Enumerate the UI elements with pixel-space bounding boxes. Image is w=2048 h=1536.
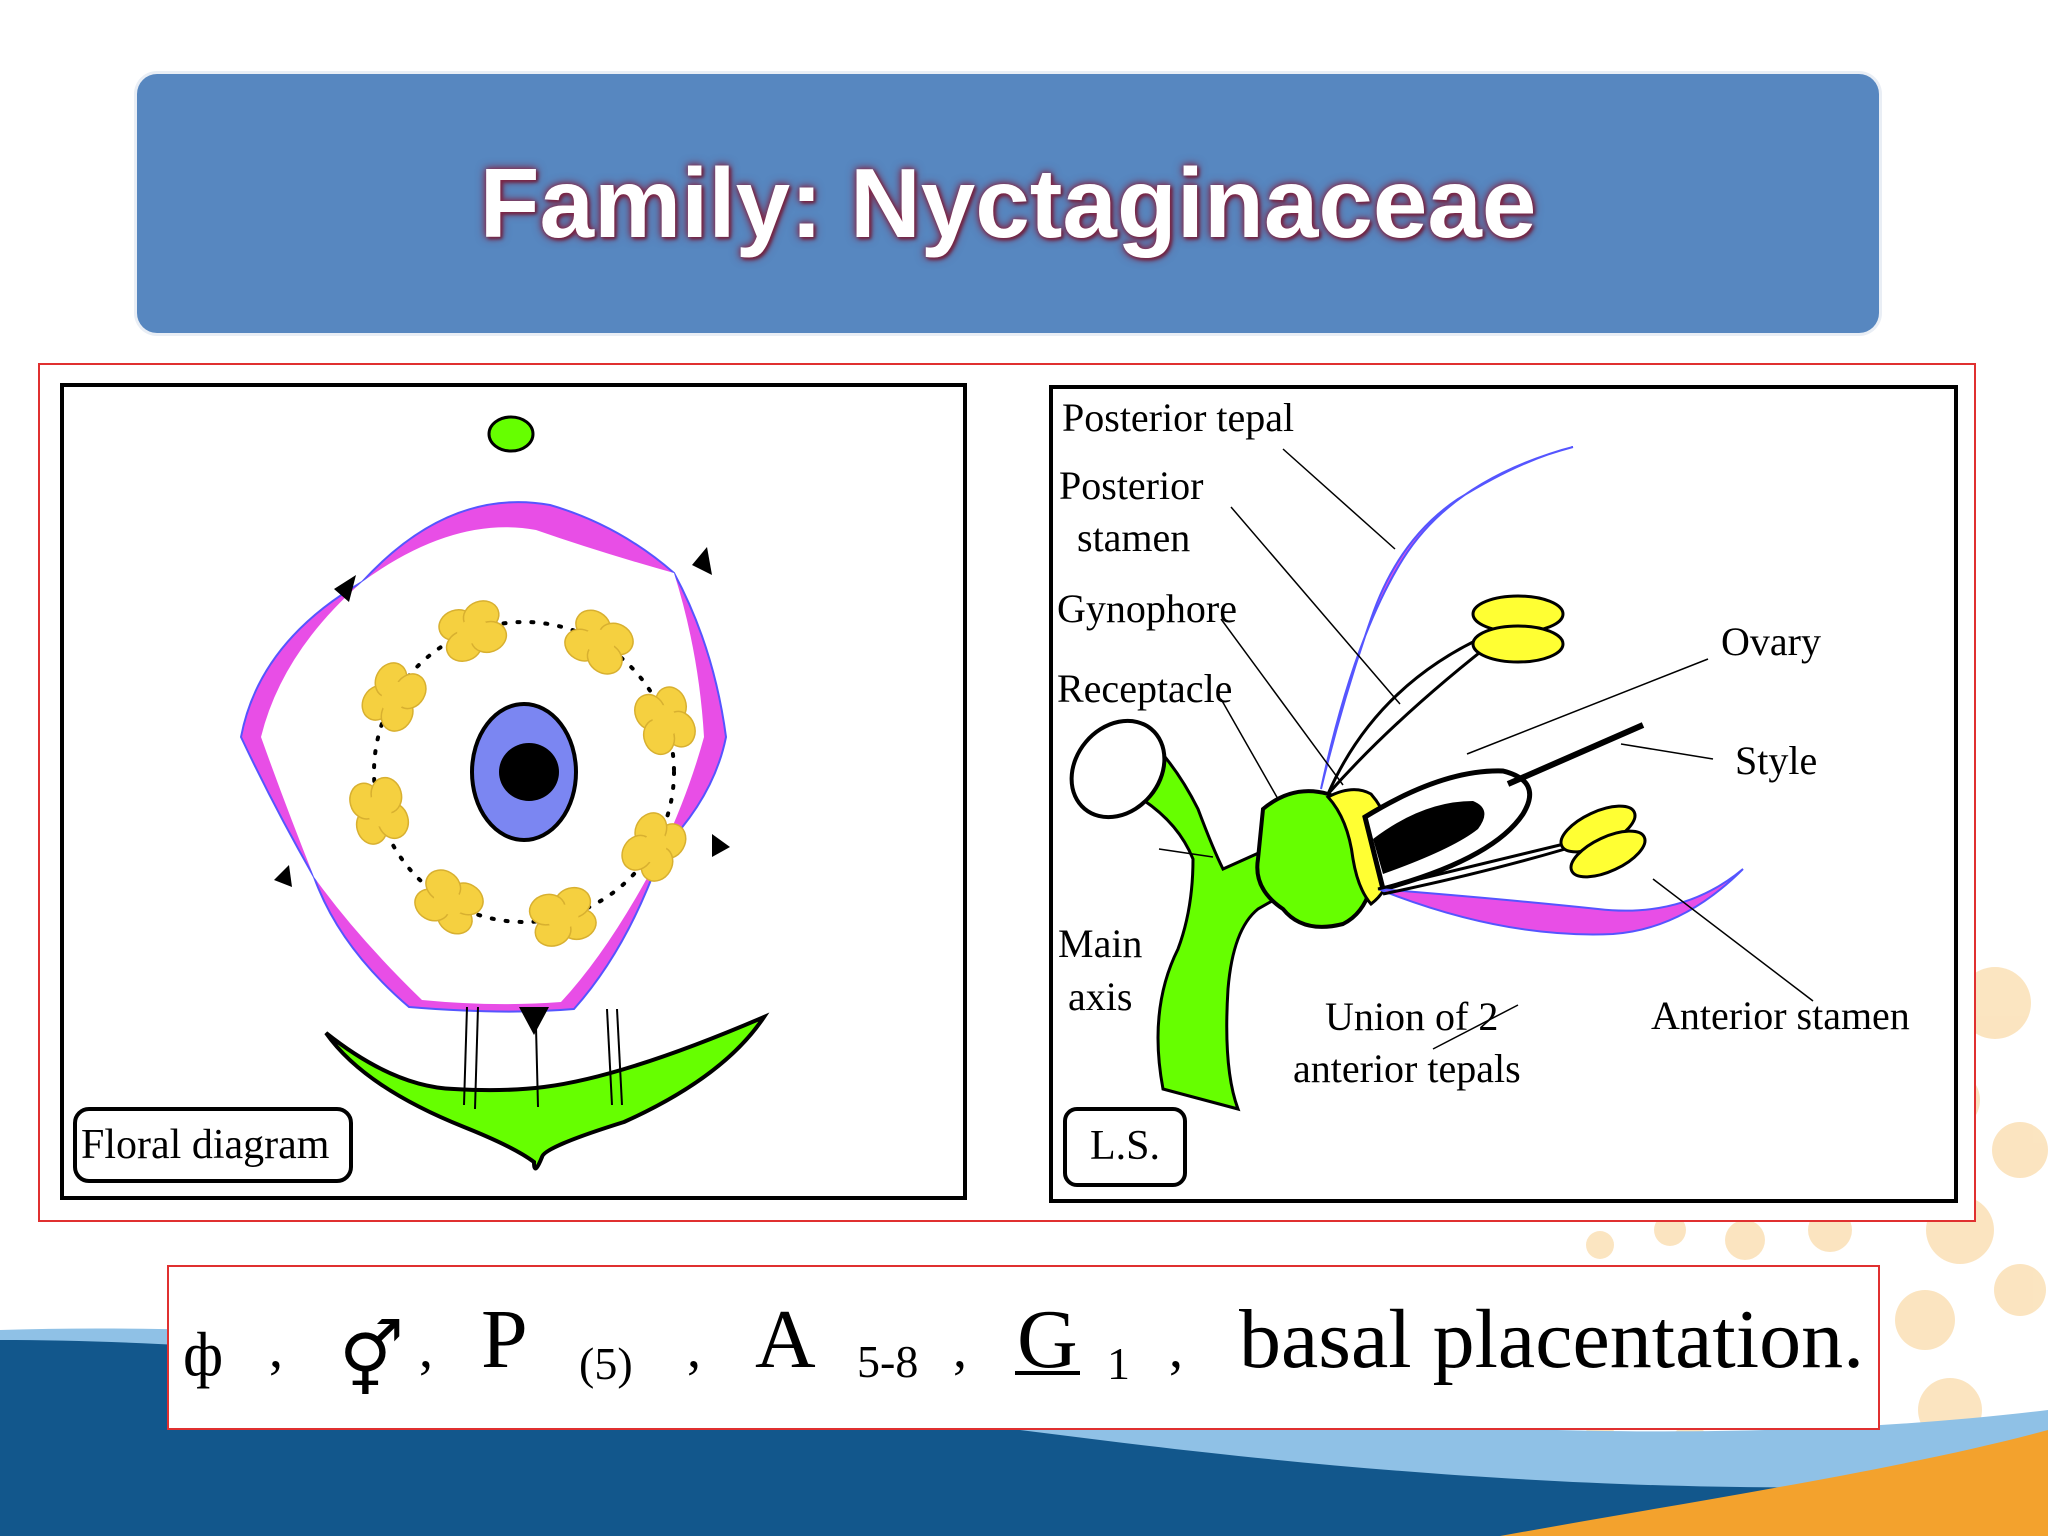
- formula-bisexual: ⚥: [339, 1319, 404, 1401]
- label-anterior-stamen: Anterior stamen: [1651, 993, 1910, 1038]
- label-posterior-tepal: Posterior tepal: [1062, 395, 1294, 440]
- formula-placentation: basal placentation.: [1239, 1293, 1864, 1386]
- label-receptacle: Receptacle: [1057, 666, 1232, 711]
- formula-gynoecium-count: 1: [1107, 1338, 1130, 1389]
- floral-diagram-panel: Floral diagram: [60, 383, 967, 1200]
- formula-perianth-count: (5): [579, 1338, 633, 1389]
- aestivation-markers: [274, 547, 730, 1035]
- stamens: [349, 600, 696, 947]
- main-axis-cut: [1069, 718, 1167, 820]
- ls-label: L.S.: [1063, 1107, 1187, 1187]
- floral-diagram-svg: [239, 415, 770, 1171]
- stamen-7: [349, 776, 410, 845]
- stamen-6: [414, 869, 484, 935]
- formula-androecium: A: [755, 1293, 816, 1386]
- label-main-axis-2: axis: [1068, 974, 1132, 1019]
- label-posterior-stamen-1: Posterior: [1059, 463, 1203, 508]
- stamen-4: [621, 812, 687, 882]
- label-main-axis-1: Main: [1058, 921, 1142, 966]
- style-ls: [1506, 722, 1645, 787]
- stamen-5: [528, 886, 597, 947]
- main-axis: [1105, 726, 1330, 1112]
- whorl-circle: [372, 620, 676, 924]
- ls-diagram-svg: Posterior tepal Posterior stamen Gynopho…: [1057, 395, 1910, 1112]
- anterior-tepals: [1377, 868, 1744, 936]
- formula-androecium-count: 5-8: [857, 1336, 918, 1387]
- formula-actinomorphic: ф: [183, 1321, 223, 1389]
- stamen-2: [564, 609, 634, 675]
- floral-formula: ф , ⚥ , P (5) , A 5-8 , G 1 , basal plac…: [167, 1265, 1880, 1430]
- ovule: [499, 743, 559, 801]
- stamen-8: [361, 662, 427, 732]
- bract-lines: [463, 1006, 623, 1110]
- bract: [324, 1012, 770, 1171]
- ovule-ls: [1373, 801, 1485, 874]
- label-gynophore: Gynophore: [1057, 586, 1237, 631]
- label-posterior-stamen-2: stamen: [1077, 515, 1190, 560]
- leader-lines: [1158, 448, 1814, 1050]
- floral-diagram-label: Floral diagram: [73, 1107, 353, 1183]
- anthers: [1471, 594, 1647, 879]
- formula-perianth: P: [481, 1293, 528, 1386]
- formula-sep-3: ,: [687, 1318, 701, 1380]
- posterior-tepal: [1320, 446, 1574, 790]
- label-style: Style: [1735, 738, 1817, 783]
- mother-axis: [487, 415, 535, 453]
- formula-sep-5: ,: [1169, 1318, 1183, 1380]
- label-ovary: Ovary: [1721, 619, 1821, 664]
- formula-sep-1: ,: [269, 1318, 283, 1380]
- label-union-2: anterior tepals: [1293, 1046, 1521, 1091]
- formula-gynoecium: G: [1017, 1293, 1078, 1386]
- page-title: Family: Nyctaginaceae: [479, 148, 1537, 258]
- wave-gold: [1500, 1430, 2048, 1536]
- stamen-1: [438, 600, 508, 662]
- ls-diagram-panel: Posterior tepal Posterior stamen Gynopho…: [1049, 385, 1958, 1203]
- stamen-3: [634, 686, 696, 756]
- label-union-1: Union of 2: [1325, 994, 1498, 1039]
- formula-svg: ф , ⚥ , P (5) , A 5-8 , G 1 , basal plac…: [183, 1293, 1864, 1401]
- formula-sep-2: ,: [419, 1318, 433, 1380]
- title-banner: Family: Nyctaginaceae: [137, 74, 1879, 333]
- formula-sep-4: ,: [953, 1318, 967, 1380]
